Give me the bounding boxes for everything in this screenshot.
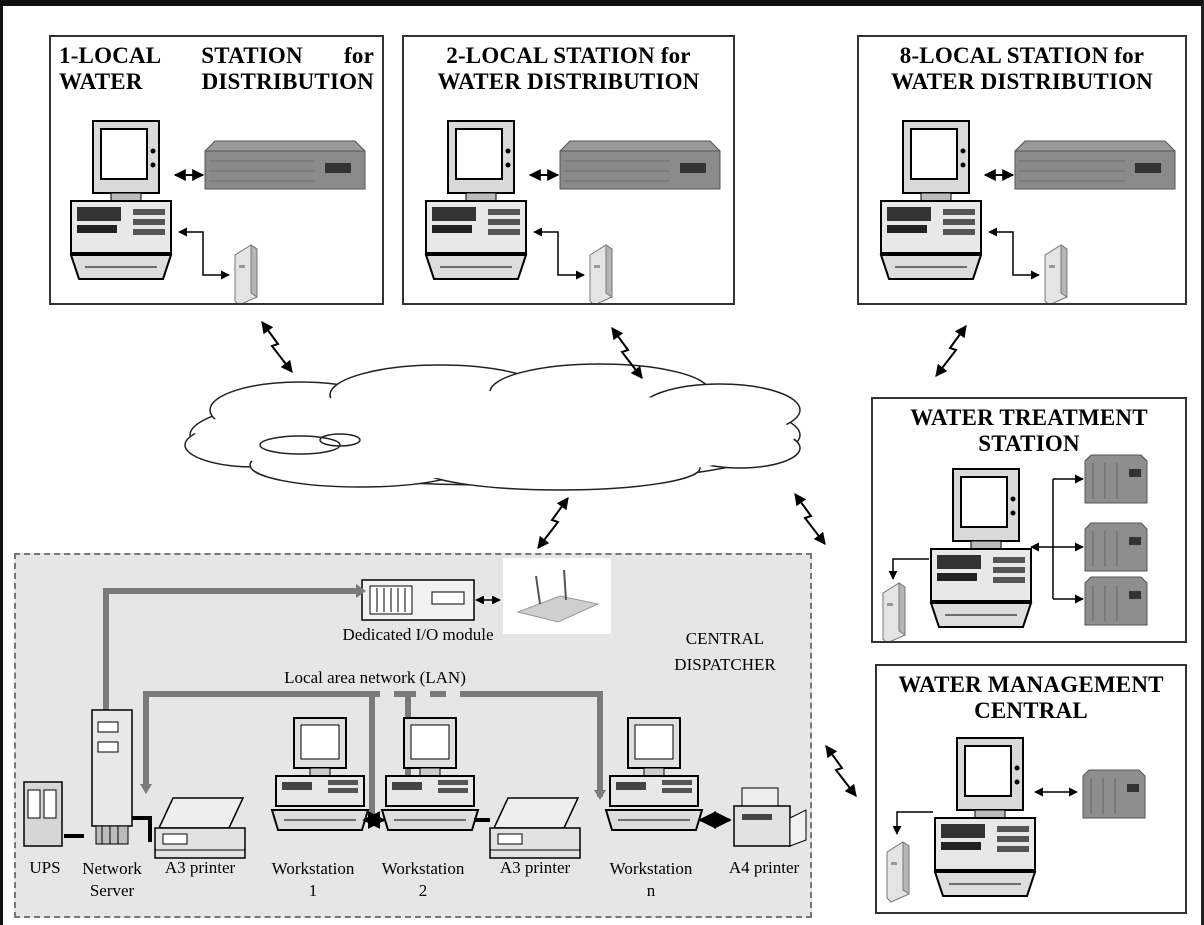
a3-printer-icon [489, 797, 581, 859]
network-server-label-line2: Server [89, 881, 135, 900]
a4-printer-label: A4 printer [728, 858, 800, 877]
station-title: 1-LOCAL STATION for WATER DISTRIBUTION [51, 43, 382, 95]
station-title: WATER TREATMENT STATION [873, 405, 1185, 457]
water-management-central: WATER MANAGEMENT CENTRAL [875, 664, 1187, 914]
workstation-1-label: Workstation 1 [258, 858, 368, 902]
local-station-2: 2-LOCAL STATION for WATER DISTRIBUTION [402, 35, 735, 305]
workstation-n-label-line1: Workstation [609, 859, 693, 878]
workstation-2-label-line1: Workstation [381, 859, 465, 878]
station-title-line2: STATION [978, 431, 1080, 456]
dispatcher-title: CENTRAL DISPATCHER [660, 626, 790, 678]
workstation-icon [381, 717, 479, 831]
station-title-line1: 1-LOCAL STATION for [59, 43, 374, 68]
local-station-8: 8-LOCAL STATION for WATER DISTRIBUTION [857, 35, 1187, 305]
wireless-router-icon [503, 558, 611, 634]
a4-printer-icon [733, 787, 807, 847]
ups-icon [23, 781, 63, 847]
workstation-n-label-line2: n [646, 881, 656, 900]
station-title-line2: WATER DISTRIBUTION [59, 69, 374, 94]
network-server-icon [91, 709, 133, 845]
station-title-line2: WATER DISTRIBUTION [437, 69, 700, 94]
station-title-line1: WATER MANAGEMENT [898, 672, 1164, 697]
station-title-line1: 8-LOCAL STATION for [899, 43, 1145, 68]
dispatcher-title-line2: DISPATCHER [674, 655, 776, 674]
station-title-line1: WATER TREATMENT [910, 405, 1148, 430]
ups-label: UPS [29, 858, 61, 877]
station-equipment [886, 737, 1146, 903]
station-title: 2-LOCAL STATION for WATER DISTRIBUTION [404, 43, 733, 95]
local-station-1: 1-LOCAL STATION for WATER DISTRIBUTION [49, 35, 384, 305]
network-server-label: Network Server [80, 858, 144, 902]
workstation-icon [271, 717, 369, 831]
station-title: 8-LOCAL STATION for WATER DISTRIBUTION [859, 43, 1185, 95]
water-treatment-station: WATER TREATMENT STATION [871, 397, 1187, 643]
lan-label: Local area network (LAN) [284, 668, 466, 687]
workstation-1-label-line1: Workstation [271, 859, 355, 878]
workstation-2-label-line2: 2 [418, 881, 428, 900]
cloud-network-icon [184, 363, 801, 491]
a3-printer-icon [154, 797, 246, 859]
workstation-1-label-line2: 1 [308, 881, 318, 900]
station-title: WATER MANAGEMENT CENTRAL [877, 672, 1185, 724]
station-equipment [425, 120, 721, 303]
workstation-2-label: Workstation 2 [368, 858, 478, 902]
station-equipment [880, 120, 1176, 303]
dispatcher-title-line1: CENTRAL [685, 629, 765, 648]
a3-printer-2-label: A3 printer [499, 858, 571, 877]
station-equipment [882, 454, 1148, 641]
station-title-line2: WATER DISTRIBUTION [891, 69, 1153, 94]
a3-printer-1-label: A3 printer [164, 858, 236, 877]
station-equipment [70, 120, 366, 303]
io-module-label: Dedicated I/O module [342, 625, 494, 644]
network-server-label-line1: Network [82, 859, 142, 878]
station-title-line2: CENTRAL [974, 698, 1088, 723]
io-module-icon [361, 579, 475, 621]
workstation-n-label: Workstation n [596, 858, 706, 902]
workstation-icon [605, 717, 703, 831]
station-title-line1: 2-LOCAL STATION for [446, 43, 691, 68]
